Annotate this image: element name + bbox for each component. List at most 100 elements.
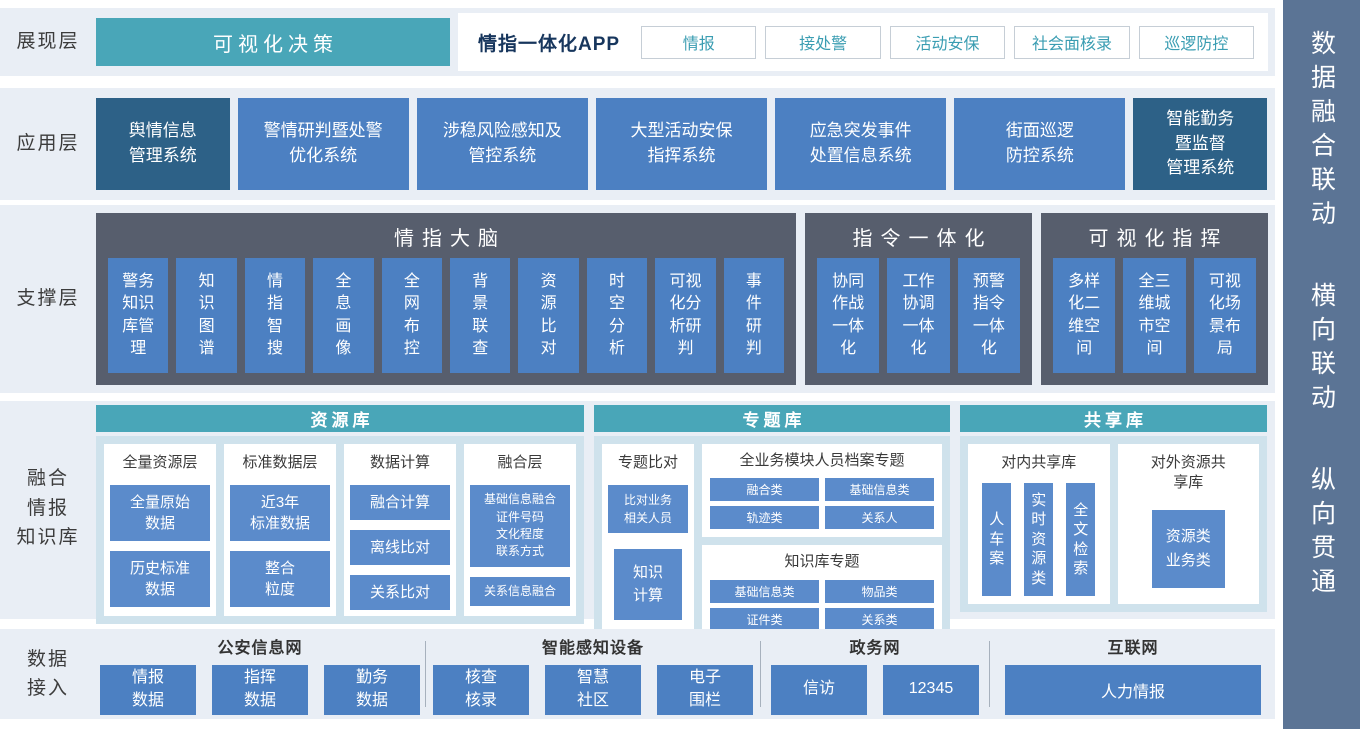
topic-library-section: 专题库 专题比对 比对业务 相关人员 知识 计算 全业务模块人员档案专题 融合类… [594, 405, 950, 647]
app-tab-patrol: 巡逻防控 [1138, 25, 1255, 59]
topic-library-title: 专题库 [594, 405, 950, 432]
system-emergency: 应急突发事件 处置信息系统 [775, 98, 947, 190]
group-divider [989, 641, 990, 707]
visual-3d-city: 全三 维城 市空 间 [1123, 258, 1186, 373]
presentation-row: 展现层 可视化决策 情指一体化APP 情报 接处警 活动安保 社会面核录 巡逻防… [0, 8, 1275, 76]
network-group-title: 互联网 [1107, 639, 1159, 657]
capability-network-control: 全 网 布 控 [381, 258, 443, 373]
chip-integration-granularity: 整合 粒度 [230, 551, 330, 608]
internal-share-title: 对内共享库 [1001, 454, 1077, 471]
topic-right-column: 全业务模块人员档案专题 融合类 基础信息类 轨迹类 关系人 [702, 444, 942, 639]
app-tab-intel: 情报 [641, 25, 757, 59]
app-integration-title: 情指一体化APP [478, 33, 621, 55]
visual-command-items: 多样 化二 维空 间 全三 维城 市空 间 可视 化场 景布 局 [1041, 256, 1268, 385]
command-integration-panel: 指令一体化 协同 作战 一体 化 工作 协调 一体 化 预警 指令 一体 化 [805, 213, 1032, 385]
app-tab-event-security: 活动安保 [889, 25, 1006, 59]
chip-intel-data: 情报 数据 [100, 664, 196, 715]
resource-library-section: 资源库 全量资源层 全量原始 数据 历史标准 数据 标准数据层 近3年 标准数据… [96, 405, 584, 625]
share-library-body: 对内共享库 人 车 案 实 时 资 源 类 全 文 检 索 对外资源共 享库 资… [960, 436, 1267, 612]
topic-compare-title: 专题比对 [617, 454, 678, 471]
side-bar-item-data-fusion: 数据融合联动 [1307, 30, 1336, 234]
application-systems: 舆情信息 管理系统 警情研判暨处警 优化系统 涉稳风险感知及 管控系统 大型活动… [96, 98, 1275, 190]
system-event-command: 大型活动安保 指挥系统 [595, 98, 768, 190]
resource-column-title: 全量资源层 [122, 454, 198, 471]
chip-basic-info-class: 基础信息类 [825, 478, 934, 502]
chip-relation-info-fusion: 关系信息融合 [470, 576, 570, 607]
presentation-layer-label: 展现层 [16, 31, 80, 53]
application-layer-label: 应用层 [16, 133, 80, 155]
network-group-internet: 互联网 人力情报 [991, 634, 1275, 715]
knowledge-topic-card: 知识库专题 基础信息类 物品类 证件类 关系类 [702, 545, 942, 639]
resource-column-title: 标准数据层 [242, 454, 318, 471]
chip-duty-data: 勤务 数据 [324, 664, 420, 715]
chip-fusion-class: 融合类 [710, 478, 819, 502]
chip-resource-business-class: 资源类 业务类 [1151, 509, 1225, 588]
chip-electronic-fence: 电子 围栏 [657, 664, 753, 715]
capability-smart-search: 情 指 智 搜 [244, 258, 306, 373]
chip-command-data: 指挥 数据 [212, 664, 308, 715]
resource-library-title: 资源库 [96, 405, 584, 432]
chip-smart-community: 智慧 社区 [545, 664, 641, 715]
command-joint-operations: 协同 作战 一体 化 [817, 258, 880, 373]
share-library-title: 共享库 [960, 405, 1267, 432]
visual-scene-layout: 可视 化场 景布 局 [1193, 258, 1256, 373]
network-group-smart-sensing: 智能感知设备 核查 核录 智慧 社区 电子 围栏 [427, 634, 759, 715]
support-layer-label: 支撑层 [16, 288, 80, 310]
external-share-card: 对外资源共 享库 资源类 业务类 [1117, 444, 1259, 604]
system-public-opinion: 舆情信息 管理系统 [96, 98, 230, 190]
chip-trajectory-class: 轨迹类 [710, 506, 819, 530]
network-group-title: 公安信息网 [217, 639, 303, 657]
resource-library-body: 全量资源层 全量原始 数据 历史标准 数据 标准数据层 近3年 标准数据 整合 … [96, 436, 584, 625]
chip-full-raw-data: 全量原始 数据 [110, 485, 210, 542]
internal-share-chips: 人 车 案 实 时 资 源 类 全 文 检 索 [982, 483, 1096, 598]
share-library-section: 共享库 对内共享库 人 车 案 实 时 资 源 类 全 文 检 索 对外资源共 … [960, 405, 1267, 612]
group-divider [425, 641, 426, 707]
capability-holographic-profile: 全 息 画 像 [313, 258, 374, 373]
chip-12345: 12345 [883, 664, 979, 715]
chip-realtime-resource: 实 时 资 源 类 [1024, 483, 1054, 596]
visual-command-panel: 可视化指挥 多样 化二 维空 间 全三 维城 市空 间 可视 化场 景布 局 [1041, 213, 1268, 385]
network-group-title: 政务网 [849, 639, 901, 657]
group-divider [760, 641, 761, 707]
chip-fusion-computing: 融合计算 [350, 485, 450, 521]
chip-kb-relations: 关系类 [825, 607, 934, 631]
internal-share-card: 对内共享库 人 车 案 实 时 资 源 类 全 文 检 索 [968, 444, 1110, 604]
resource-column-standard-data: 标准数据层 近3年 标准数据 整合 粒度 [224, 444, 336, 617]
network-group-police-info: 公安信息网 情报 数据 指挥 数据 勤务 数据 [96, 634, 424, 715]
personnel-archive-card: 全业务模块人员档案专题 融合类 基础信息类 轨迹类 关系人 [702, 444, 942, 538]
app-tab-dispatch: 接处警 [765, 25, 881, 59]
chip-relation-compare: 关系比对 [350, 575, 450, 611]
command-early-warning: 预警 指令 一体 化 [957, 258, 1020, 373]
app-tab-social-check: 社会面核录 [1014, 25, 1130, 59]
knowledge-topic-chips: 基础信息类 物品类 证件类 关系类 [710, 579, 934, 631]
application-row: 应用层 舆情信息 管理系统 警情研判暨处警 优化系统 涉稳风险感知及 管控系统 … [0, 88, 1275, 200]
system-street-patrol: 街面巡逻 防控系统 [954, 98, 1126, 190]
side-bar-item-vertical-through: 纵向贯通 [1307, 466, 1336, 602]
system-police-response: 警情研判暨处警 优化系统 [237, 98, 409, 190]
chip-kb-items: 物品类 [825, 579, 934, 603]
data-access-row: 数据 接入 公安信息网 情报 数据 指挥 数据 勤务 数据 智能感知设备 核查 … [0, 629, 1275, 719]
side-bar: 数据融合联动 横向联动 纵向贯通 [1283, 0, 1360, 729]
chip-compare-personnel: 比对业务 相关人员 [608, 485, 688, 534]
knowledge-base-label: 融合 情报 知识库 [16, 468, 80, 549]
resource-column-full-data: 全量资源层 全量原始 数据 历史标准 数据 [104, 444, 216, 617]
chip-petition: 信访 [771, 664, 867, 715]
command-work-coordination: 工作 协调 一体 化 [887, 258, 950, 373]
capability-visual-analysis: 可视 化分 析研 判 [655, 258, 716, 373]
app-integration-panel: 情指一体化APP 情报 接处警 活动安保 社会面核录 巡逻防控 [458, 13, 1268, 71]
knowledge-topic-title: 知识库专题 [784, 553, 860, 571]
resource-column-data-computing: 数据计算 融合计算 离线比对 关系比对 [344, 444, 456, 617]
capability-spatiotemporal-analysis: 时 空 分 析 [586, 258, 648, 373]
capability-background-check: 背 景 联 查 [450, 258, 511, 373]
topic-compare-card: 专题比对 比对业务 相关人员 知识 计算 [602, 444, 694, 639]
chip-offline-compare: 离线比对 [350, 530, 450, 566]
resource-column-fusion-layer: 融合层 基础信息融合 证件号码 文化程度 联系方式 关系信息融合 [464, 444, 576, 617]
chip-person-vehicle-case: 人 车 案 [982, 483, 1012, 596]
external-share-title: 对外资源共 享库 [1150, 454, 1226, 492]
chip-knowledge-computing: 知识 计算 [614, 549, 682, 621]
support-panels: 情指大脑 警务 知识 库管 理 知 识 图 谱 情 指 智 搜 全 息 画 像 … [96, 213, 1276, 385]
resource-column-title: 数据计算 [369, 454, 430, 471]
intel-brain-panel: 情指大脑 警务 知识 库管 理 知 识 图 谱 情 指 智 搜 全 息 画 像 … [96, 213, 796, 385]
support-row: 支撑层 情指大脑 警务 知识 库管 理 知 识 图 谱 情 指 智 搜 全 息 … [0, 205, 1275, 393]
